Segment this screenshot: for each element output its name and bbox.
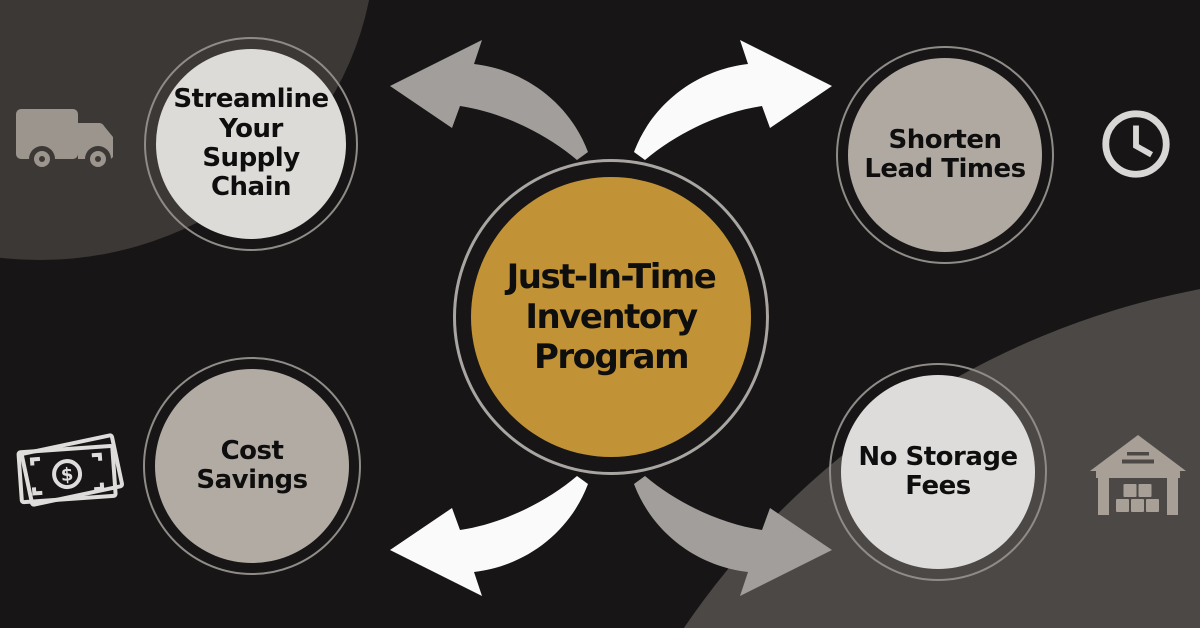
dollar-symbol: $ <box>60 464 74 486</box>
warehouse-icon <box>1090 435 1186 515</box>
arrow-to-bottom-right <box>634 476 832 596</box>
node-streamline-supply-chain: Streamline Your Supply Chain <box>156 49 346 239</box>
node-ring-bottom-right <box>829 363 1047 581</box>
node-ring-top-right <box>836 46 1054 264</box>
arrow-to-top-left <box>390 40 588 160</box>
node-label: Streamline Your Supply Chain <box>173 84 329 203</box>
node-label: No Storage Fees <box>858 441 1018 501</box>
node-ring-top-left <box>144 37 358 251</box>
money-icon: $ <box>16 433 125 507</box>
clock-icon <box>1102 110 1170 178</box>
node-no-storage-fees: No Storage Fees <box>841 375 1035 569</box>
node-label: Cost Savings <box>196 435 308 495</box>
node-shorten-lead-times: Shorten Lead Times <box>848 58 1042 252</box>
node-label: Shorten Lead Times <box>864 124 1026 184</box>
center-node: Just-In-Time Inventory Program <box>471 177 751 457</box>
arrow-to-top-right <box>634 40 832 160</box>
truck-icon <box>16 109 113 172</box>
center-node-label: Just-In-Time Inventory Program <box>506 256 717 378</box>
node-cost-savings: Cost Savings <box>155 369 349 563</box>
node-ring-bottom-left <box>143 357 361 575</box>
arrow-to-bottom-left <box>390 476 588 596</box>
center-node-ring <box>453 159 769 475</box>
